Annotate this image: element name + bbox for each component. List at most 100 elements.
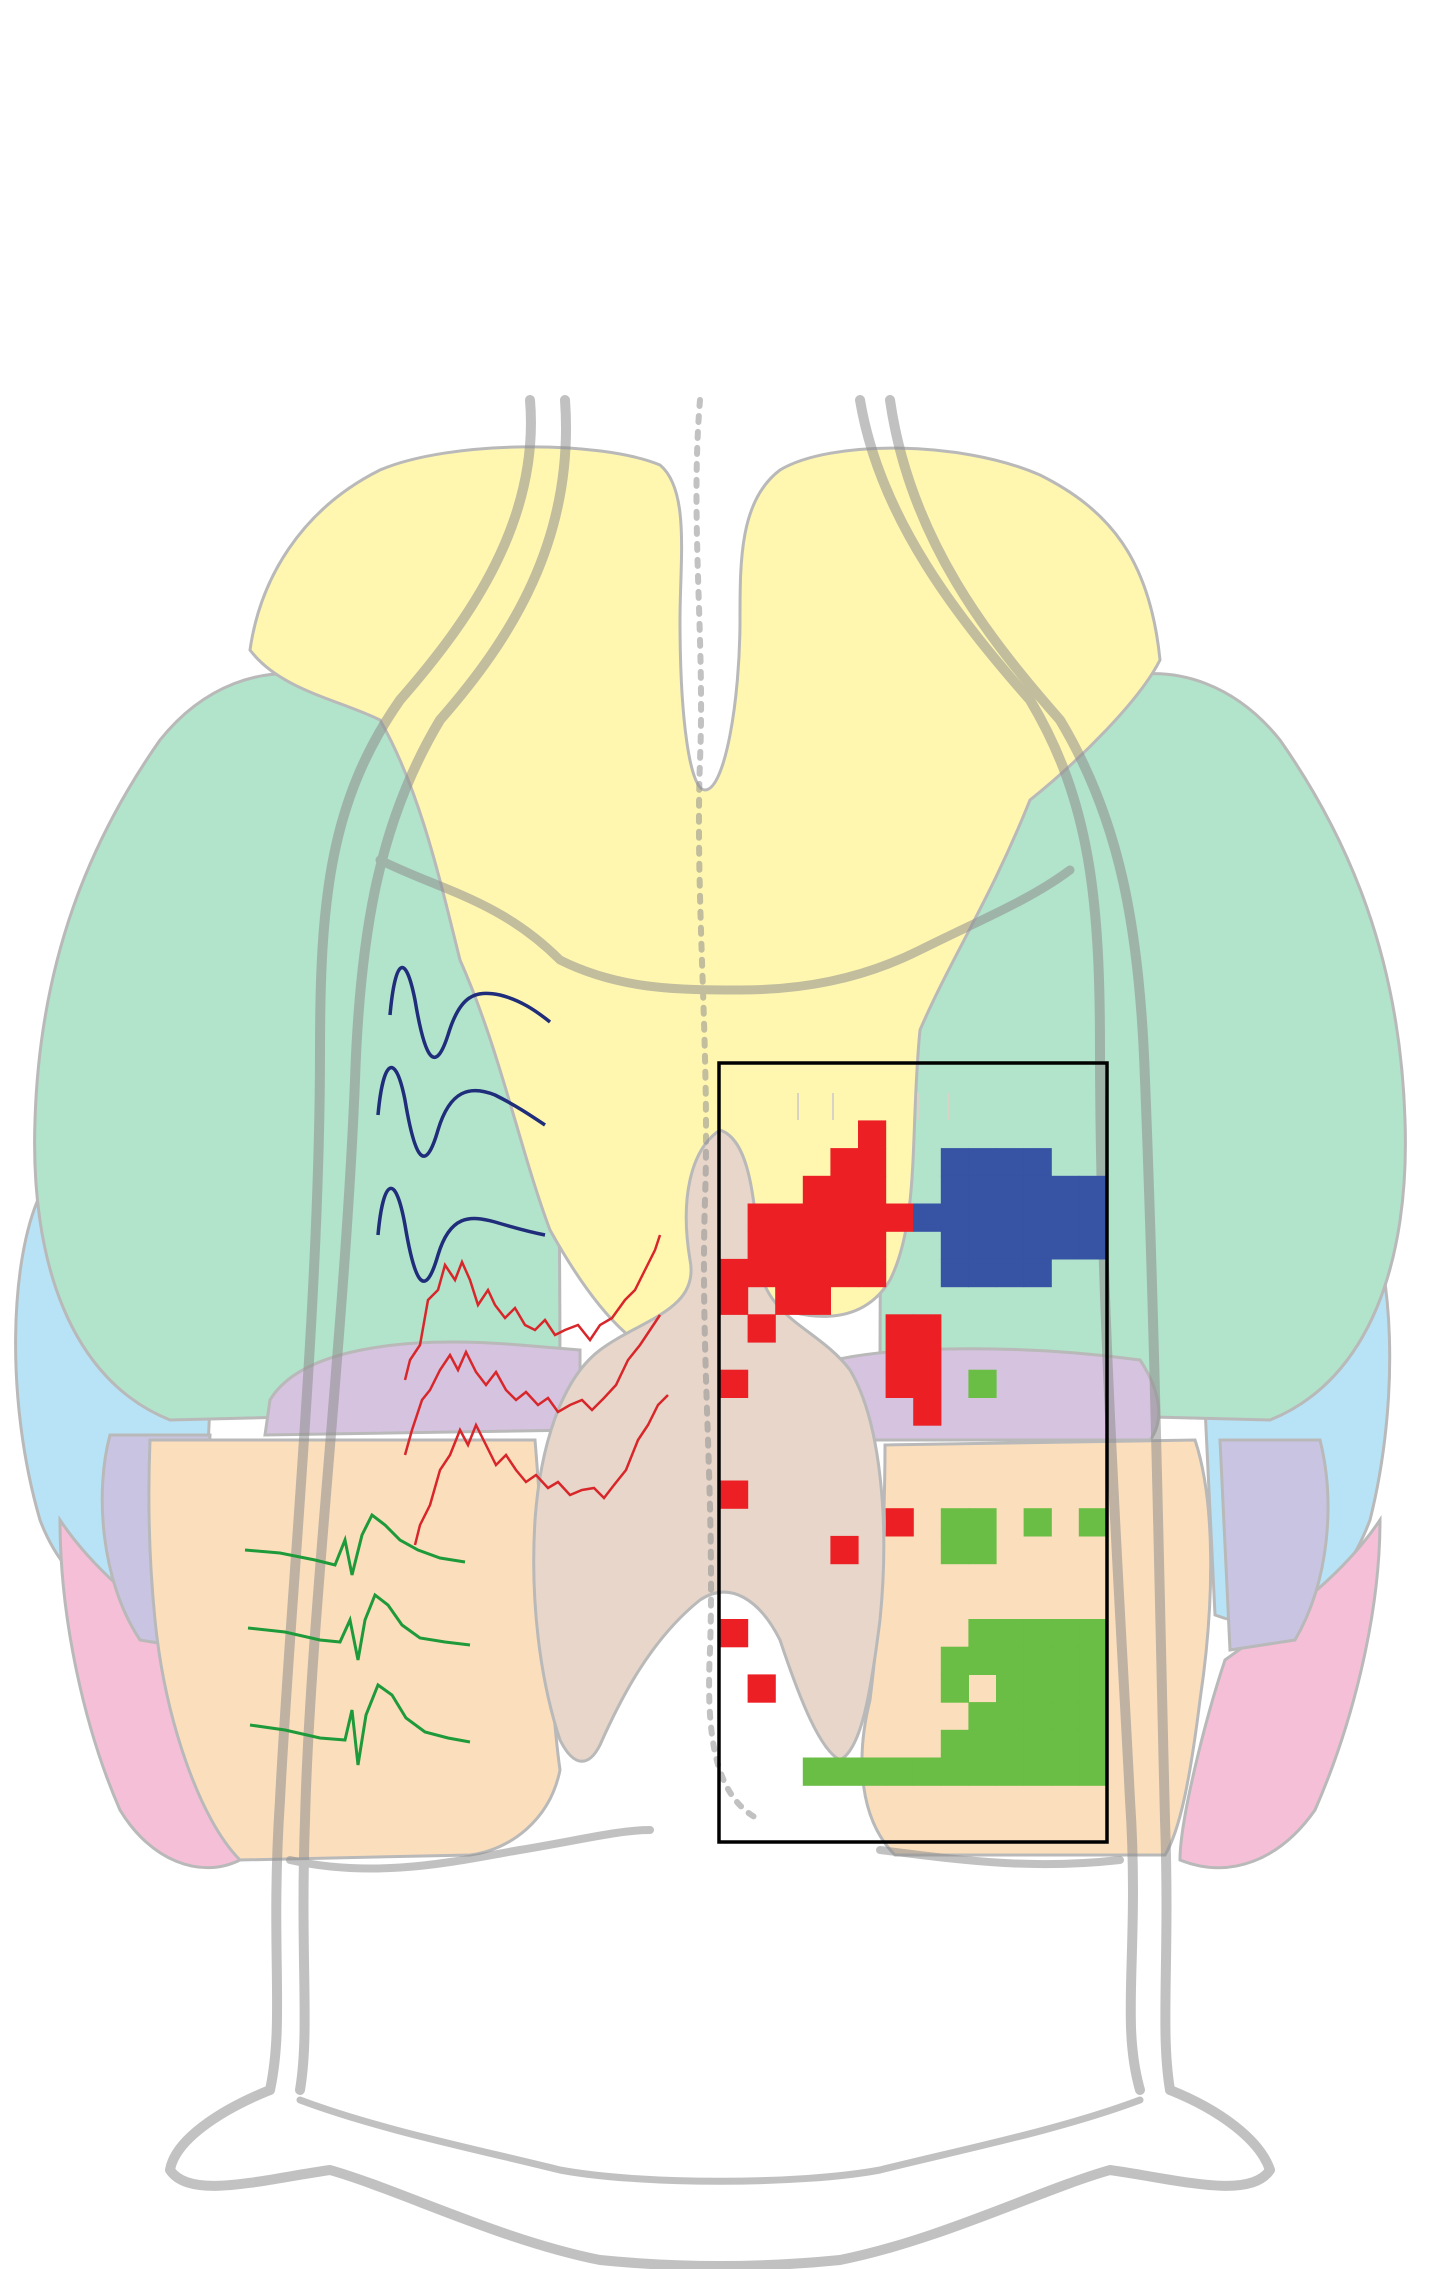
red-map-cell [858,1120,887,1149]
blue-map-cell [968,1175,997,1205]
green-map-cell [968,1646,997,1675]
green-map-cell [968,1535,997,1565]
green-map-cell [968,1729,997,1759]
red-map-cell [830,1231,859,1260]
green-map-cell [1023,1508,1052,1537]
frame-tick-marks [797,1093,949,1120]
red-map-cell [885,1314,914,1343]
green-map-cell [1078,1646,1107,1675]
green-map-cell [1023,1702,1052,1731]
red-map-cell [802,1231,831,1260]
green-map-cell [996,1646,1025,1675]
green-map-cell [996,1702,1025,1731]
blue-map-cell [1078,1203,1107,1232]
blue-map-cell [1023,1258,1052,1288]
green-map-cell [1023,1646,1052,1675]
green-trace-2 [247,1592,471,1661]
green-trace-3 [249,1682,471,1766]
green-map-cell [996,1674,1025,1703]
green-map-cell [940,1757,969,1786]
green-map-cell [1078,1702,1107,1731]
skull-right-lambdoid-suture [876,1846,1124,1869]
red-map-cell [802,1286,831,1315]
red-map-cell [747,1231,776,1260]
blue-map-cell [968,1203,997,1232]
red-map-cell [802,1203,831,1232]
green-map-cell [1078,1729,1107,1759]
red-map-cell [858,1203,887,1232]
blue-trace-3 [376,1186,546,1283]
green-map-cell [940,1646,969,1675]
green-map-cell [1051,1674,1080,1703]
red-map-cell [720,1369,749,1398]
green-map-cell [802,1757,831,1786]
blue-map-cell [1051,1175,1080,1205]
green-map-cell [968,1702,997,1731]
red-map-cell [720,1619,749,1648]
green-map-cell [1023,1619,1052,1648]
red-map-cell [858,1231,887,1260]
red-map-cell [830,1258,859,1288]
blue-map-cell [1023,1203,1052,1232]
red-map-cell [913,1342,942,1371]
green-map-cell [1078,1674,1107,1703]
red-map-cell [858,1148,887,1177]
green-map-cell [968,1369,997,1398]
green-map-cell [996,1619,1025,1648]
left-lavender-band [263,1340,582,1437]
response-map-grid [720,1120,1107,1786]
red-map-cell [775,1231,804,1260]
red-map-cell [830,1175,859,1205]
red-map-cell [775,1286,804,1315]
map-frame-rectangle [717,1061,1109,1844]
red-map-cell [775,1258,804,1288]
blue-map-cell [996,1203,1025,1232]
blue-map-cell [996,1231,1025,1260]
green-map-cell [1051,1757,1080,1786]
green-map-cell [1078,1508,1107,1537]
blue-map-cell [940,1258,969,1288]
red-map-cell [858,1258,887,1288]
red-trace-1 [403,1234,662,1381]
red-map-cell [720,1480,749,1509]
red-map-cell [830,1148,859,1177]
red-map-cell [885,1508,914,1537]
green-map-cell [996,1729,1025,1759]
skull-left-inner-ridge [295,395,571,2095]
green-map-cell [996,1757,1025,1786]
green-map-cell [1078,1619,1107,1648]
red-map-cell [775,1203,804,1232]
blue-map-cell [940,1148,969,1177]
blue-map-cell [996,1175,1025,1205]
blue-map-cell [1078,1175,1107,1205]
blue-map-cell [940,1231,969,1260]
red-map-cell [720,1286,749,1315]
green-map-cell [1023,1674,1052,1703]
green-map-cell [1051,1619,1080,1648]
green-trace-1 [244,1512,466,1576]
red-map-cell [802,1258,831,1288]
red-map-cell [913,1369,942,1398]
green-map-cell [968,1508,997,1537]
red-trace-3 [413,1394,669,1546]
green-map-cell [940,1674,969,1703]
blue-trace-1 [388,965,552,1060]
red-map-cell [747,1258,776,1288]
red-map-cell [802,1175,831,1205]
red-map-cell [720,1258,749,1288]
red-map-cell [913,1397,942,1426]
blue-map-cell [1051,1231,1080,1260]
green-map-cell [940,1535,969,1565]
skull-right-outer-ridge [855,395,1145,2095]
skull-lambdoid-suture [286,1826,654,1873]
red-map-cell [747,1674,776,1703]
red-map-cell [858,1175,887,1205]
blue-map-cell [940,1175,969,1205]
red-map-cell [830,1203,859,1232]
green-map-cell [1051,1702,1080,1731]
skull-left-outer-ridge [265,395,536,2095]
green-map-cell [1023,1757,1052,1786]
green-map-cell [913,1757,942,1786]
left-occipital-region [147,1438,562,1862]
